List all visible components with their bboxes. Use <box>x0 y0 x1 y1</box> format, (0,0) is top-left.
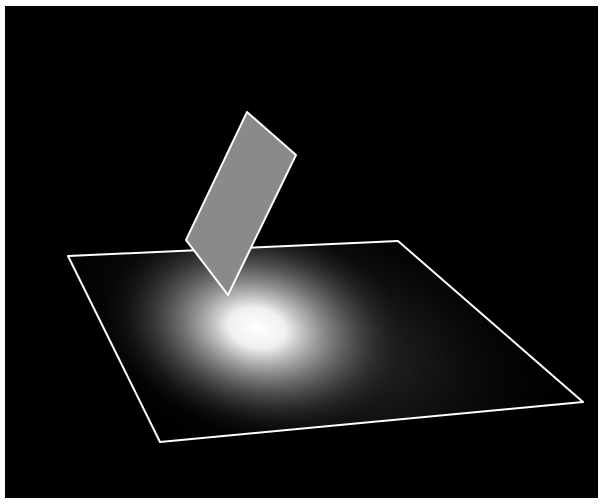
3d-scene <box>5 6 598 498</box>
render-viewport <box>5 6 598 498</box>
